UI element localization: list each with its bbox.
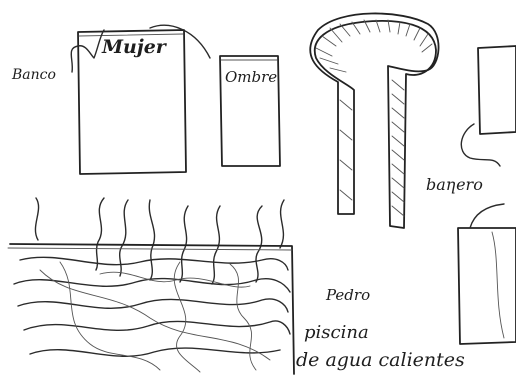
steam-lines: [35, 198, 284, 284]
womens-room-label: Mujer: [101, 36, 168, 58]
slide-structure: [310, 13, 438, 228]
mens-room-label: Ombre: [225, 68, 277, 86]
bathroom-label: baƞero: [426, 175, 483, 194]
pool-label-line1: piscina: [304, 322, 369, 343]
name-label: Pedro: [325, 286, 370, 304]
bench-label: Banco: [11, 67, 56, 83]
pool-label-line2: de agua calientes: [296, 349, 465, 371]
bathroom-block: [458, 46, 516, 344]
